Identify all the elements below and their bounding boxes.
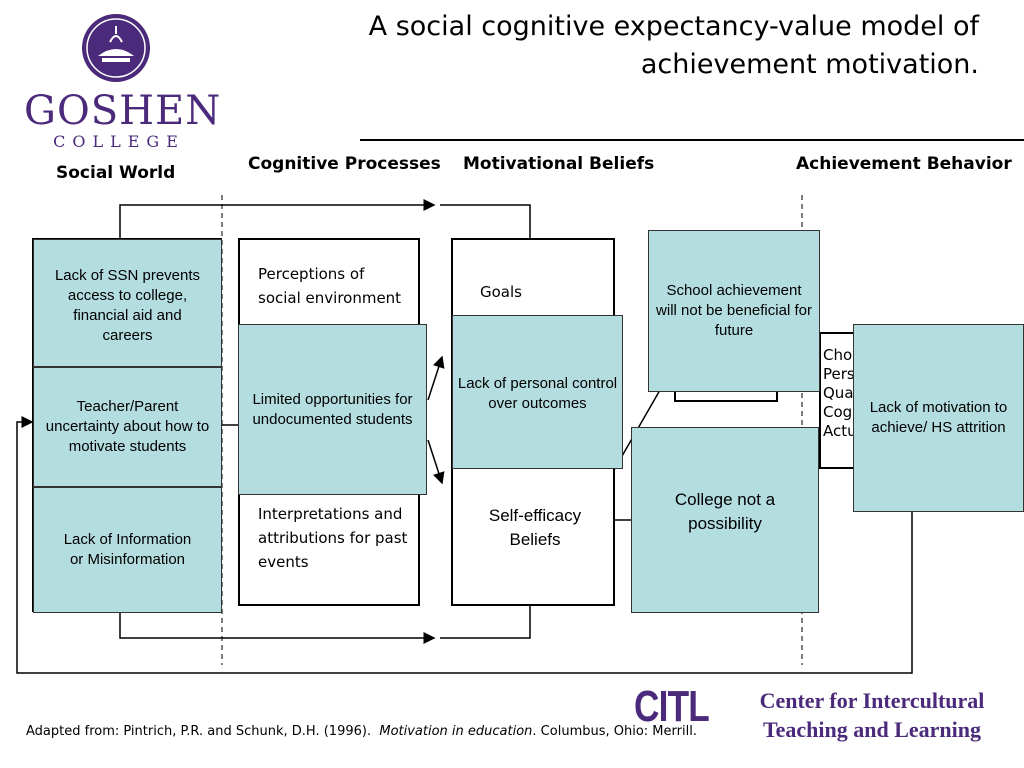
citl-name: Center for Intercultural Teaching and Le… xyxy=(740,686,1004,744)
title-divider xyxy=(360,139,1024,141)
lack-info-text: Lack of Information or Misinformation xyxy=(63,531,192,568)
citation-suffix: . Columbus, Ohio: Merrill. xyxy=(532,724,697,739)
citation-book: Motivation in education xyxy=(379,724,533,739)
interpretations-text: Interpretations and attributions for pas… xyxy=(258,505,408,571)
heading-cognitive-processes: Cognitive Processes xyxy=(248,154,441,174)
limited-opportunities-box: Limited opportunities for undocumented s… xyxy=(238,324,427,495)
lamp-seal-icon xyxy=(82,14,150,82)
lack-info-box: Lack of Information or Misinformation xyxy=(33,487,222,613)
citation-prefix: Adapted from: Pintrich, P.R. and Schunk,… xyxy=(26,724,372,739)
limited-opportunities-text: Limited opportunities for undocumented s… xyxy=(252,390,413,428)
lack-control-text: Lack of personal control over outcomes xyxy=(457,375,618,412)
lack-ssn-text: Lack of SSN prevents access to college, … xyxy=(54,267,201,344)
college-not-box: College not a possibility xyxy=(631,427,819,613)
goals-text: Goals xyxy=(480,283,522,301)
feedback-loop xyxy=(16,416,913,674)
top-flow-line-2 xyxy=(440,204,531,240)
school-achievement-text: School achievement will not be beneficia… xyxy=(656,282,812,339)
lack-motivation-box: Lack of motivation to achieve/ HS attrit… xyxy=(853,324,1024,512)
lack-control-box: Lack of personal control over outcomes xyxy=(452,315,623,469)
slide-title: A social cognitive expectancy-value mode… xyxy=(368,11,979,80)
self-efficacy-text: Self-efficacy Beliefs xyxy=(488,506,582,549)
citl-line-1: Center for Intercultural xyxy=(759,688,985,713)
school-achievement-box: School achievement will not be beneficia… xyxy=(648,230,820,392)
heading-motivational-beliefs: Motivational Beliefs xyxy=(463,154,655,174)
citl-acronym: CITL xyxy=(634,682,710,731)
logo-sub: COLLEGE xyxy=(53,132,185,151)
teacher-parent-box: Teacher/Parent uncertainty about how to … xyxy=(33,367,222,487)
lack-motivation-text: Lack of motivation to achieve/ HS attrit… xyxy=(869,399,1008,436)
teacher-parent-text: Teacher/Parent uncertainty about how to … xyxy=(45,398,210,455)
citation: Adapted from: Pintrich, P.R. and Schunk,… xyxy=(26,724,697,739)
heading-social-world: Social World xyxy=(56,163,176,183)
perceptions-text: Perceptions of social environment xyxy=(258,265,402,307)
lack-ssn-box: Lack of SSN prevents access to college, … xyxy=(33,239,222,367)
bottom-flow-line-2 xyxy=(440,606,531,639)
bottom-flow-line xyxy=(119,612,436,644)
top-flow-line xyxy=(119,199,436,240)
goshen-logo: GOSHEN COLLEGE xyxy=(24,12,222,152)
citl-line-2: Teaching and Learning xyxy=(762,717,982,742)
heading-achievement-behavior: Achievement Behavior xyxy=(796,154,1012,174)
logo-name: GOSHEN xyxy=(24,88,222,134)
college-not-text: College not a possibility xyxy=(674,490,776,533)
